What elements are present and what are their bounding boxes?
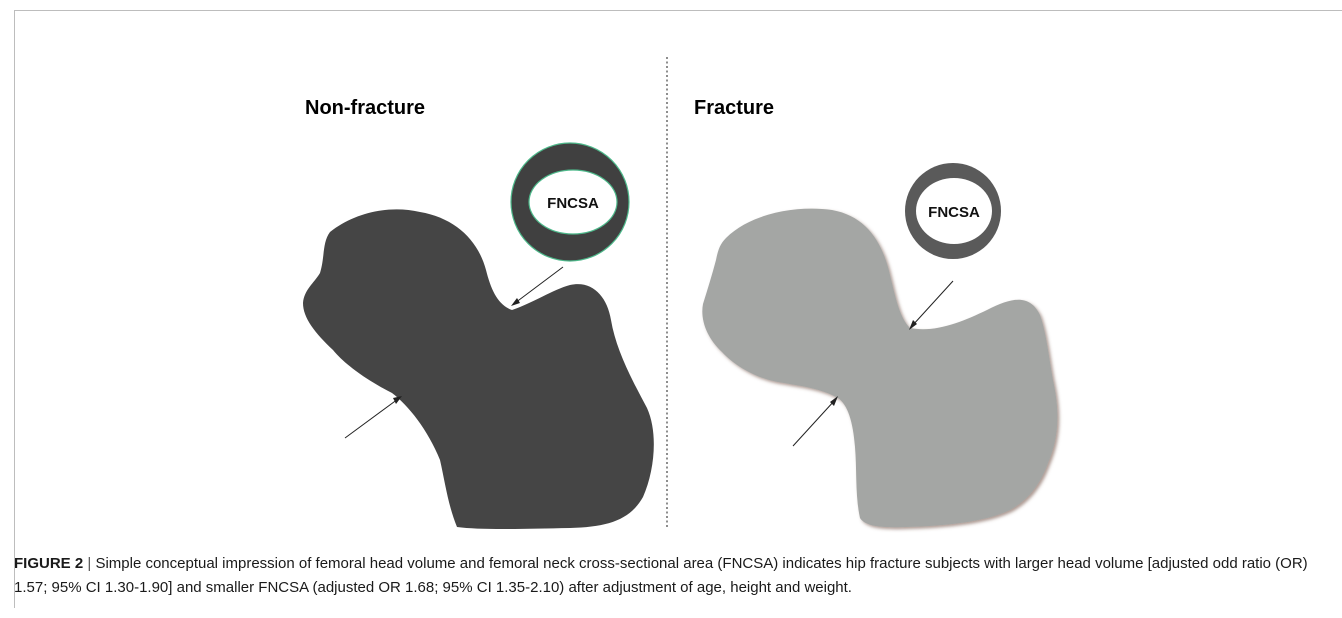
panel-title-fracture: Fracture — [694, 97, 774, 120]
femur-shape-fracture — [702, 209, 1057, 528]
caption-text: Simple conceptual impression of femoral … — [14, 555, 1308, 596]
femur-illustration: FNCSA FNCSA — [0, 0, 1342, 540]
fncsa-label-non-fracture: FNCSA — [547, 195, 599, 212]
fncsa-label-fracture: FNCSA — [928, 204, 980, 221]
arrow-neck-fracture — [909, 281, 953, 330]
figure-number: FIGURE 2 — [14, 555, 83, 572]
arrow-trochanter-fracture — [793, 396, 838, 446]
caption-separator: | — [87, 555, 91, 572]
femur-shape-non-fracture — [303, 209, 654, 529]
arrow-trochanter-non-fracture — [345, 396, 402, 438]
figure-caption: FIGURE 2 | Simple conceptual impression … — [14, 552, 1334, 600]
panel-title-non-fracture: Non-fracture — [305, 97, 425, 120]
